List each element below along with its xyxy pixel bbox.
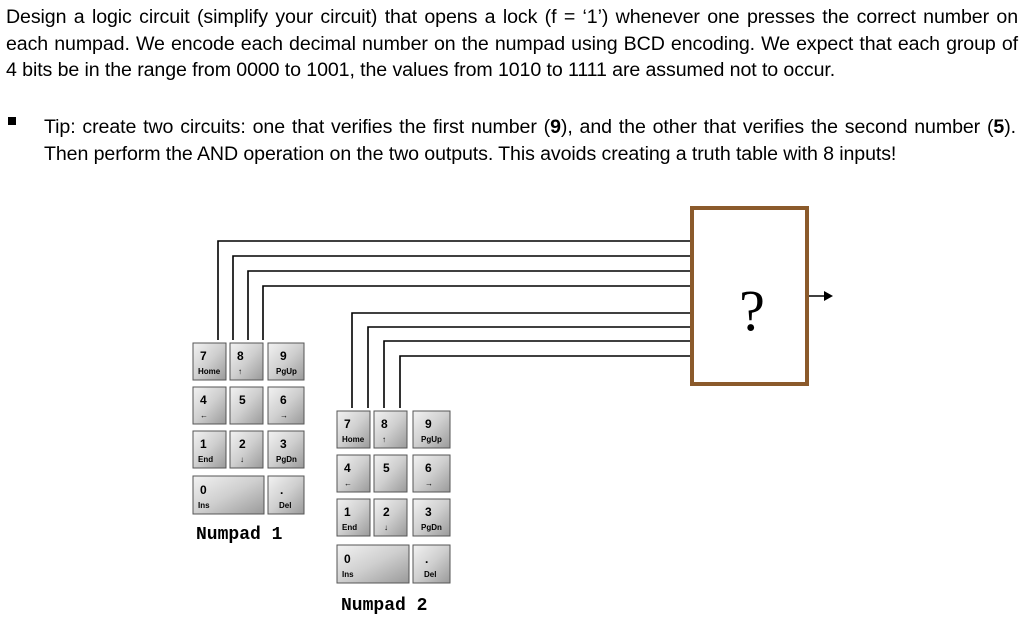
svg-text:↑: ↑ <box>238 367 242 376</box>
numpad2-wires <box>351 312 693 410</box>
svg-text:PgDn: PgDn <box>421 523 442 532</box>
key-4: 4← <box>336 454 371 493</box>
tip-text: Tip: create two circuits: one that verif… <box>44 114 1016 167</box>
key-dot: . Del <box>267 475 305 515</box>
svg-text:↑: ↑ <box>382 435 386 444</box>
tip-first-digit: 9 <box>550 116 561 138</box>
svg-text:PgUp: PgUp <box>276 367 297 376</box>
svg-text:9: 9 <box>425 417 432 431</box>
svg-text:9: 9 <box>280 349 287 363</box>
svg-text:PgUp: PgUp <box>421 435 442 444</box>
wire <box>232 255 693 342</box>
svg-text:.: . <box>425 552 428 566</box>
key-8: 8↑ <box>373 410 408 449</box>
svg-text:5: 5 <box>383 461 390 475</box>
key-dot: . Del <box>412 544 451 584</box>
svg-text:↓: ↓ <box>240 455 244 464</box>
wire <box>247 270 693 342</box>
svg-text:8: 8 <box>381 417 388 431</box>
svg-text:Del: Del <box>424 570 436 579</box>
svg-text:2: 2 <box>239 437 246 451</box>
svg-text:→: → <box>280 411 288 420</box>
key-2: 2↓ <box>229 430 264 469</box>
svg-text:6: 6 <box>425 461 432 475</box>
numpad1-label: Numpad 1 <box>196 525 283 545</box>
numpad1-wires <box>217 240 693 342</box>
key-8: 8↑ <box>229 342 264 381</box>
svg-text:3: 3 <box>425 505 432 519</box>
svg-text:7: 7 <box>344 417 351 431</box>
key-4: 4← <box>192 386 227 425</box>
svg-text:Home: Home <box>342 435 365 444</box>
svg-text:6: 6 <box>280 393 287 407</box>
wire <box>351 312 693 410</box>
svg-text:1: 1 <box>200 437 207 451</box>
svg-text:End: End <box>342 523 357 532</box>
svg-text:8: 8 <box>237 349 244 363</box>
svg-text:5: 5 <box>239 393 246 407</box>
wire <box>367 326 693 410</box>
key-5: 5 <box>373 454 408 493</box>
svg-text:7: 7 <box>200 349 207 363</box>
svg-text:←: ← <box>344 479 352 488</box>
tip-second-digit: 5 <box>993 116 1005 138</box>
svg-text:→: → <box>425 479 433 488</box>
svg-text:Home: Home <box>198 367 221 376</box>
wire <box>217 240 693 342</box>
svg-text:Ins: Ins <box>198 501 210 510</box>
tip-part3: ). Then perform the AND operation on the… <box>44 116 1016 165</box>
svg-text:3: 3 <box>280 437 287 451</box>
wire <box>383 340 693 410</box>
logic-box <box>690 206 809 386</box>
numpad2-label: Numpad 2 <box>341 596 428 616</box>
key-6: 6→ <box>267 386 305 425</box>
output-arrow <box>809 291 833 301</box>
svg-text:←: ← <box>200 411 208 420</box>
question-mark: ? <box>739 278 765 343</box>
svg-text:↓: ↓ <box>384 523 388 532</box>
tip-part2: ), and the other that verifies the secon… <box>560 116 994 138</box>
svg-text:0: 0 <box>344 552 351 566</box>
problem-statement: Design a logic circuit (simplify your ci… <box>6 6 1018 81</box>
svg-text:4: 4 <box>344 461 351 475</box>
key-2: 2↓ <box>373 498 408 537</box>
svg-text:End: End <box>198 455 213 464</box>
wire <box>262 285 693 342</box>
tip-part1: Tip: create two circuits: one that verif… <box>44 116 551 138</box>
svg-text:Del: Del <box>279 501 291 510</box>
key-6: 6→ <box>412 454 451 493</box>
svg-text:2: 2 <box>383 505 390 519</box>
svg-text:.: . <box>280 483 283 497</box>
svg-text:0: 0 <box>200 483 207 497</box>
svg-text:1: 1 <box>344 505 351 519</box>
svg-text:Ins: Ins <box>342 570 354 579</box>
key-5: 5 <box>229 386 264 425</box>
bullet-icon <box>8 117 16 125</box>
wire <box>399 355 693 410</box>
svg-text:4: 4 <box>200 393 207 407</box>
svg-text:PgDn: PgDn <box>276 455 297 464</box>
